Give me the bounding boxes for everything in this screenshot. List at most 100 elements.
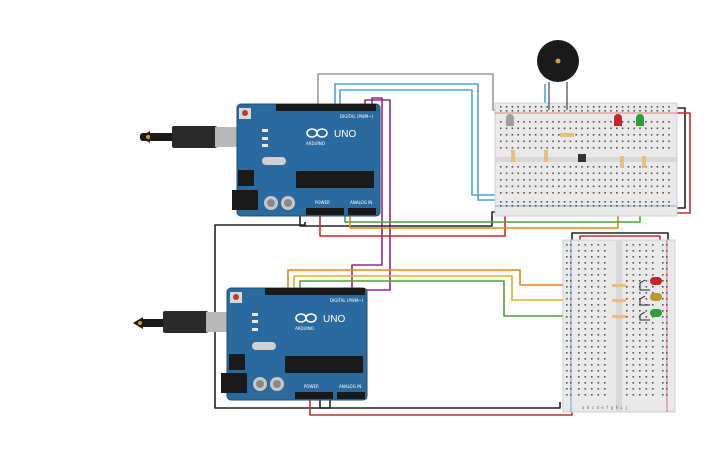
breadboard-hole [626,364,628,366]
breadboard-hole [581,110,583,112]
arduino-top[interactable]: UNO ARDUINO DIGITAL (PWM~) POWER ANALOG … [140,103,381,217]
breadboard-hole [575,140,577,143]
breadboard-hole [632,304,635,306]
analog-label: ANALOG IN [339,384,361,389]
breadboard-hole [597,334,600,336]
breadboard-hole [591,322,593,324]
breadboard-hole [581,121,583,123]
breadboard-hole [578,382,580,384]
breadboard-hole [529,166,531,168]
breadboard-hole [566,244,568,246]
arduino-bottom[interactable]: UNO ARDUINO DIGITAL (PWM~) POWER ANALOG … [133,287,368,401]
breadboard-hole [666,376,668,378]
breadboard-hole [578,394,580,396]
breadboard-hole [604,127,606,130]
breadboard-hole [639,352,641,354]
breadboard-hole [529,147,531,149]
breadboard-hole [626,352,628,354]
breadboard-hole [668,134,670,136]
push-button[interactable] [578,154,586,162]
breadboard-hole [597,250,600,252]
breadboard-hole [591,376,593,378]
breadboard-hole [558,201,560,203]
breadboard-hole [604,179,606,181]
breadboard-hole [523,179,525,181]
breadboard-hole [511,140,514,143]
breadboard-hole [666,364,668,366]
breadboard-hole [610,110,612,112]
breadboard-hole [546,201,548,203]
breadboard-hole [662,127,664,130]
breadboard-hole [621,147,624,149]
breadboard-hole [645,358,648,360]
breadboard-hole [610,205,612,207]
breadboard-hole [546,127,548,130]
breadboard-hole [534,205,537,207]
breadboard-hole [505,140,508,143]
breadboard-hole [632,340,635,342]
breadboard-hole [645,121,647,123]
breadboard-hole [578,340,580,342]
breadboard-hole [591,268,593,270]
infinity-logo-icon [306,128,328,138]
breadboard-hole [662,256,664,258]
breadboard-hole [639,310,641,312]
breadboard-hole [639,388,641,390]
breadboard-hole [610,201,612,203]
breadboard-hole [666,268,668,270]
breadboard-hole [566,388,568,390]
breadboard-hole [566,304,568,306]
breadboard-hole [546,172,548,175]
breadboard-hole [591,352,593,354]
breadboard-hole [534,201,537,203]
breadboard-hole [632,256,635,258]
breadboard-hole [598,147,601,149]
breadboard-hole [563,201,566,203]
breadboard-hole [656,192,659,194]
breadboard-hole [633,166,635,168]
breadboard-hole [597,382,600,384]
breadboard-hole [597,316,600,318]
breadboard-hole [592,140,595,143]
breadboard-hole [584,268,587,270]
breadboard-hole [578,364,580,366]
breadboard-hole [505,134,508,136]
breadboard-hole [662,280,664,282]
breadboard-hole [500,179,502,181]
breadboard-hole [621,192,624,194]
breadboard-top[interactable] [494,102,678,217]
breadboard-hole [645,250,648,252]
breadboard-hole [584,310,587,312]
breadboard-hole [578,346,580,348]
breadboard-hole [517,185,519,188]
breadboard-hole [592,179,595,181]
column-labels: a b c d e f g h i j [582,405,628,410]
breadboard-hole [668,166,670,168]
breadboard-hole [666,322,668,324]
reset-button[interactable] [242,110,248,116]
breadboard-hole [517,134,519,136]
breadboard-hole [592,106,595,108]
breadboard-hole [584,292,587,294]
breadboard-hole [563,166,566,168]
breadboard-hole [632,376,635,378]
breadboard-hole [540,106,543,108]
breadboard-hole [581,205,583,207]
breadboard-hole [639,166,641,168]
breadboard-hole [662,328,664,330]
breadboard-hole [511,106,514,108]
breadboard-hole [591,328,593,330]
breadboard-hole [592,134,595,136]
reset-button[interactable] [233,294,239,300]
usb-cable [138,319,170,327]
breadboard-bottom[interactable]: a b c d e f g h i j [562,239,676,413]
breadboard-hole [578,244,580,246]
breadboard-hole [517,166,519,168]
breadboard-hole [569,140,572,143]
breadboard-hole [505,192,508,194]
breadboard-hole [529,172,531,175]
breadboard-hole [597,304,600,306]
breadboard-hole [652,370,654,372]
breadboard-hole [610,127,612,130]
breadboard-hole [529,201,531,203]
